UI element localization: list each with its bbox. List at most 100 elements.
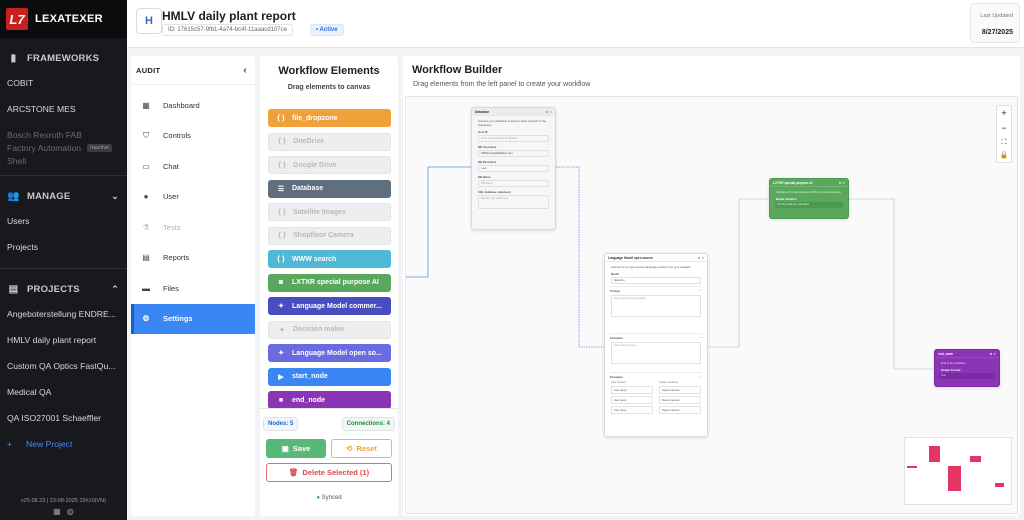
new-project-button[interactable]: + New Project <box>0 431 127 457</box>
sidebar-item-factory-automation[interactable]: Factory Automation Inactive <box>0 141 127 154</box>
end-node-title: end_node <box>938 351 954 356</box>
robot-icon: ◙ <box>278 279 284 286</box>
system-answer-input[interactable]: System answer <box>659 396 701 404</box>
lock-icon[interactable]: 🔒 <box>999 152 1009 159</box>
field-label: DB Name <box>478 175 491 179</box>
system-answer-input[interactable]: System answer <box>659 406 701 414</box>
database-node[interactable]: Database⚙ ✕ Connect your database to sto… <box>471 107 556 230</box>
sidebar-item-project-3[interactable]: Medical QA <box>7 387 52 397</box>
sidebar-item-users[interactable]: Users <box>7 216 30 226</box>
audit-item-reports[interactable]: ▤Reports <box>131 243 255 274</box>
element-lm-commercial[interactable]: ✦Language Model commer... <box>268 297 391 315</box>
end-node[interactable]: end_node⚙ ✕ End of the workflow Output F… <box>934 349 1000 387</box>
section-projects[interactable]: ▤ PROJECTS ⌃ <box>0 277 127 301</box>
delete-selected-button[interactable]: 🗑Delete Selected (1) <box>266 463 392 482</box>
us-flag-icon: ▦ <box>53 507 61 516</box>
users-icon: 👥 <box>7 190 20 202</box>
project-avatar: H <box>136 8 162 34</box>
builder-subtitle: Drag elements from the left panel to cre… <box>413 81 591 88</box>
db-username-input[interactable]: fullPlanner@Database.com <box>478 150 549 157</box>
audit-item-dashboard[interactable]: ▦ Dashboard <box>131 90 255 121</box>
collapse-chevron-icon[interactable]: ‹ <box>243 64 247 76</box>
element-label: Database <box>292 185 324 192</box>
settings-icon[interactable]: ⚙ ✕ <box>989 351 996 356</box>
sidebar-item-project-2[interactable]: Custom QA Optics FastQu... <box>7 361 116 371</box>
sidebar-item-cobit[interactable]: COBIT <box>7 78 34 88</box>
prompt-section[interactable]: Prompt⌃ <box>610 286 702 293</box>
sidebar-item-project-1[interactable]: HMLV daily plant report <box>7 335 97 345</box>
minimap-node <box>970 456 981 462</box>
element-lxtxr-ai[interactable]: ◙LXTXR special purpose AI <box>268 273 391 292</box>
audit-item-user[interactable]: ●User <box>131 182 255 213</box>
settings-icon[interactable]: ⚙ ✕ <box>838 180 845 185</box>
element-start-node[interactable]: ▶start_node <box>268 367 391 386</box>
fit-view-icon[interactable]: ⛶ <box>1001 139 1007 146</box>
section-manage[interactable]: 👥 MANAGE ⌄ <box>0 184 127 208</box>
sql-statement-textarea[interactable]: Specify SQL Statement <box>478 195 549 209</box>
audit-item-controls[interactable]: ⛉Controls <box>131 121 255 152</box>
workflow-canvas[interactable]: Database⚙ ✕ Connect your database to sto… <box>405 96 1018 514</box>
reset-label: Reset <box>356 444 377 453</box>
settings-icon[interactable]: ⚙ ✕ <box>697 255 704 260</box>
sidebar-item-projects[interactable]: Projects <box>7 242 39 252</box>
minimap-node <box>948 466 961 491</box>
element-shopfloor-camera[interactable]: { }Shopfloor Camera <box>268 226 391 245</box>
audit-item-files[interactable]: ▬Files <box>131 273 255 304</box>
save-button[interactable]: ▣Save <box>266 439 326 458</box>
db-name-input[interactable]: DB Name <box>478 180 549 187</box>
element-onedrive[interactable]: { }OneDrive <box>268 132 391 151</box>
audit-item-settings[interactable]: ⚙Settings <box>131 303 255 334</box>
element-www-search[interactable]: { }WWW search <box>268 250 391 268</box>
col-header-system: System answers <box>659 381 679 384</box>
host-ip-input[interactable]: Enter your database IP address <box>478 135 549 142</box>
wire-lm-to-lxtxr <box>708 198 769 348</box>
settings-icon[interactable]: ⚙ ✕ <box>545 109 552 114</box>
element-decision-maker[interactable]: ✦Decision maker <box>268 320 391 339</box>
element-lm-open-source[interactable]: ✦Language Model open so... <box>268 344 391 362</box>
reports-icon: ▤ <box>142 253 150 263</box>
element-label: Google Drive <box>293 161 337 169</box>
shield-icon: ⛉ <box>143 130 149 140</box>
chevron-up-icon: ⌃ <box>699 375 702 379</box>
lxtxr-ai-node[interactable]: LXTXR special purpose AI⚙ ✕ Optimize & f… <box>769 178 849 219</box>
chat-icon: ▭ <box>142 161 150 171</box>
minimap[interactable] <box>904 437 1012 505</box>
element-satellite-images[interactable]: { }Satellite Images <box>268 203 391 221</box>
prompt-textarea[interactable]: Enter your prompt template... <box>611 295 701 317</box>
section-frameworks-title: FRAMEWORKS <box>27 52 100 64</box>
zoom-out-icon[interactable]: − <box>1001 123 1007 133</box>
audit-item-chat[interactable]: ▭Chat <box>131 151 255 182</box>
element-database[interactable]: ☰Database <box>268 179 391 198</box>
user-query-input[interactable]: User query <box>611 396 653 404</box>
examples-textarea[interactable]: Add examples here... <box>611 342 701 364</box>
play-icon: ▶ <box>278 373 284 381</box>
examples-section[interactable]: Examples⌃ <box>610 333 702 340</box>
element-label: file_dropzone <box>292 114 338 122</box>
section-frameworks[interactable]: ▮ FRAMEWORKS <box>0 46 127 70</box>
audit-item-tests[interactable]: ⚗Tests <box>131 212 255 243</box>
minimap-node <box>929 446 940 462</box>
system-answer-input[interactable]: System answer <box>659 386 701 394</box>
braces-icon: { } <box>277 255 285 263</box>
language-selector[interactable]: ▦ ◍ <box>0 507 127 516</box>
brand-bar: L7 LEXATEXER <box>0 0 127 38</box>
output-format-select[interactable]: Text <box>939 373 995 379</box>
sidebar-item-bosch[interactable]: Bosch Rexroth FAB <box>7 129 82 140</box>
element-file-dropzone[interactable]: { }file_dropzone <box>268 109 391 127</box>
user-query-input[interactable]: User query <box>611 386 653 394</box>
zoom-in-icon[interactable]: + <box>1001 108 1007 118</box>
sidebar-item-project-4[interactable]: QA ISO27001 Schaeffler <box>7 413 101 423</box>
sidebar-item-shell[interactable]: Shell <box>7 155 27 166</box>
language-model-node[interactable]: Language Model open source⚙ ✕ Connect to… <box>604 253 708 437</box>
reset-button[interactable]: ⟲Reset <box>331 439 392 458</box>
user-query-input[interactable]: User query <box>611 406 653 414</box>
model-select[interactable]: Qwen3:a <box>611 277 701 284</box>
dashboard-icon: ▦ <box>142 100 150 110</box>
element-end-node[interactable]: ■end_node <box>268 391 391 409</box>
audit-item-label: Dashboard <box>163 100 200 110</box>
sidebar-item-arcstone[interactable]: ARCSTONE MES <box>7 104 76 114</box>
sidebar-item-project-0[interactable]: Angeboterstellung ENDRE... <box>7 309 116 319</box>
model-variation-select[interactable]: LXTXR_Optimize_Manufact <box>775 202 843 208</box>
element-google-drive[interactable]: { }Google Drive <box>268 156 391 174</box>
db-password-input[interactable]: •••••• <box>478 165 549 172</box>
